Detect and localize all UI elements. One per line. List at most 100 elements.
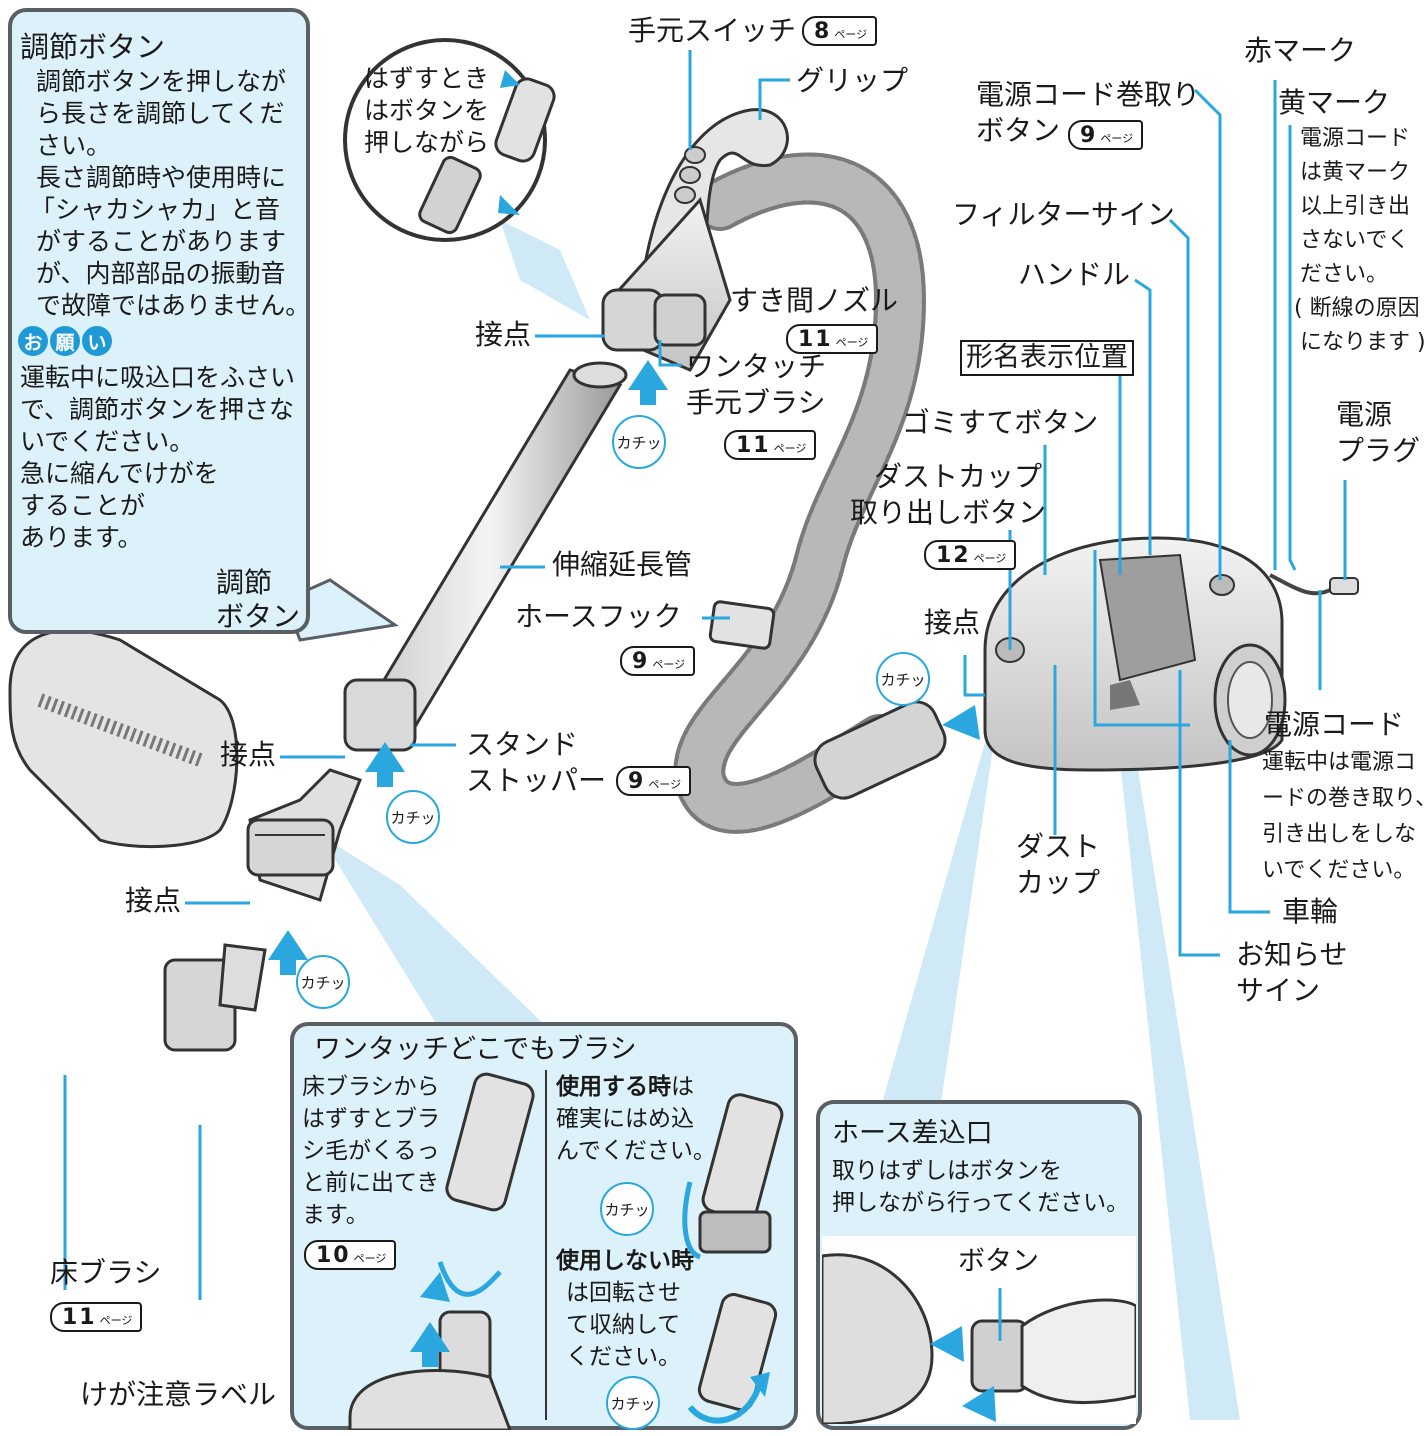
page-suffix: ページ <box>773 442 807 455</box>
floor-brush-label: 床ブラシ <box>50 1256 162 1289</box>
power-cord-note-4: いでください。 <box>1262 858 1416 883</box>
adjust-line-6: がすることがあります <box>36 227 287 256</box>
insert-arrows <box>268 70 980 975</box>
release-bubble-tail <box>500 220 590 320</box>
wheel-label: 車輪 <box>1282 895 1339 928</box>
model-position-label: 形名表示位置 <box>960 340 1134 377</box>
onegai-char-2: 願 <box>50 326 80 356</box>
warning-line-3: いでください。 <box>20 427 195 456</box>
yellow-note-4: さないでく <box>1300 228 1410 253</box>
cord-rewind-label-2: ボタン <box>976 114 1061 147</box>
plug-label-2: プラグ <box>1336 434 1421 467</box>
yellow-note-6: ( 断線の原因 <box>1294 296 1420 321</box>
use-rest: は <box>671 1074 694 1100</box>
adjust-panel-title: 調節ボタン <box>20 30 166 64</box>
brush-panel-title: ワンタッチどこでもブラシ <box>314 1034 637 1065</box>
plug-label-1: 電源 <box>1336 398 1393 431</box>
page-suffix: ページ <box>648 778 682 791</box>
hose-port-title: ホース差込口 <box>832 1118 993 1149</box>
adjust-line-4: 長さ調節時や使用時に <box>36 163 287 192</box>
telescopic-pipe-label: 伸縮延長管 <box>552 548 693 581</box>
click-badge: カチッ <box>606 1376 660 1430</box>
notuse-line-2: て収納して <box>566 1312 681 1338</box>
yellow-note-2: は黄マーク <box>1300 160 1411 185</box>
power-cord-label: 電源コード <box>1264 708 1405 741</box>
click-badge: カチッ <box>600 1182 654 1236</box>
click-badge: カチッ <box>296 955 350 1009</box>
release-line-1: はずすとき <box>364 64 490 93</box>
contact-label-pipe: 接点 <box>220 738 277 771</box>
brush-panel-illustration <box>348 1072 784 1430</box>
brush-callout-beam <box>320 835 550 1030</box>
adjust-line-5: 「シャカシャカ」と音 <box>30 195 281 224</box>
notuse-line-1: は回転させ <box>566 1280 681 1306</box>
page-suffix: ページ <box>835 336 869 349</box>
yellow-mark-label: 黄マーク <box>1278 86 1391 119</box>
brush-left-line-3: シ毛がくるっ <box>302 1138 440 1164</box>
hose-port-callout-beam-right <box>1120 750 1240 1420</box>
yellow-note-5: ださい。 <box>1300 262 1389 287</box>
page-suffix: ページ <box>834 28 868 41</box>
page-number: 9 <box>628 768 646 794</box>
click-badge: カチッ <box>612 415 666 469</box>
use-line-1: 使用する時は <box>556 1072 694 1104</box>
click-badge: カチッ <box>876 652 930 706</box>
yellow-note-7: になります ) <box>1300 330 1426 355</box>
dust-cup-button-label-1: ダストカップ <box>874 460 1043 493</box>
power-plug <box>1329 577 1359 595</box>
warning-line-5: することが <box>20 491 146 520</box>
grip-label: グリップ <box>796 64 909 97</box>
crevice-nozzle-label: すき間ノズル <box>730 284 899 317</box>
hose-port-illustration <box>822 1236 1136 1424</box>
yellow-note-1: 電源コード <box>1300 126 1411 151</box>
adjust-button-label-1: 調節 <box>216 566 273 599</box>
page-number: 10 <box>316 1242 351 1268</box>
warning-line-4: 急に縮んでけがを <box>20 459 219 488</box>
page-suffix: ページ <box>1100 132 1134 145</box>
brush-left-line-5: ます。 <box>302 1202 369 1228</box>
warning-line-6: あります。 <box>20 523 143 552</box>
warning-line-1: 運転中に吸込口をふさい <box>20 363 296 392</box>
red-mark-label: 赤マーク <box>1244 34 1357 67</box>
stand-stopper-label-2: ストッパー <box>466 764 607 797</box>
adjust-line-2: ら長さを調節してくだ <box>36 99 285 128</box>
page-number: 8 <box>814 18 832 44</box>
hose-port-callout-beam <box>880 700 1000 1110</box>
use-line-2: 確実にはめ込 <box>556 1106 694 1132</box>
dust-cup-label-1: ダスト <box>1016 830 1101 863</box>
brush-left-line-1: 床ブラシから <box>302 1074 440 1100</box>
contact-label-body: 接点 <box>924 606 981 639</box>
cord-rewind-label-1: 電源コード巻取り <box>976 78 1201 111</box>
use-bold: 使用する時 <box>556 1074 671 1100</box>
yellow-note-3: 以上引き出 <box>1300 194 1411 219</box>
page-number: 11 <box>736 432 771 458</box>
click-badge: カチッ <box>386 790 440 844</box>
notice-sign-label-1: お知らせ <box>1236 938 1348 971</box>
dust-cup-label-2: カップ <box>1016 866 1101 899</box>
use-line-3: んでください。 <box>556 1138 716 1164</box>
onegai-char-3: い <box>82 326 112 356</box>
stand-stopper-label-1: スタンド <box>466 728 579 761</box>
notice-sign-label-2: サイン <box>1236 974 1321 1007</box>
page-number: 11 <box>62 1304 97 1330</box>
adjust-line-1: 調節ボタンを押しなが <box>36 67 287 96</box>
page-number: 11 <box>798 326 833 352</box>
page-number: 12 <box>936 542 971 568</box>
hose-hook-label: ホースフック <box>515 600 682 633</box>
adjust-line-7: が、内部部品の振動音 <box>36 259 286 288</box>
adjust-button-panel <box>8 8 310 634</box>
hose-port-button-label: ボタン <box>958 1246 1039 1277</box>
brush-left-line-4: と前に出てき <box>302 1170 440 1196</box>
page-number: 9 <box>632 648 650 674</box>
power-cord-note-2: ードの巻き取り、 <box>1262 786 1428 811</box>
contact-label-nozzle: 接点 <box>125 884 182 917</box>
